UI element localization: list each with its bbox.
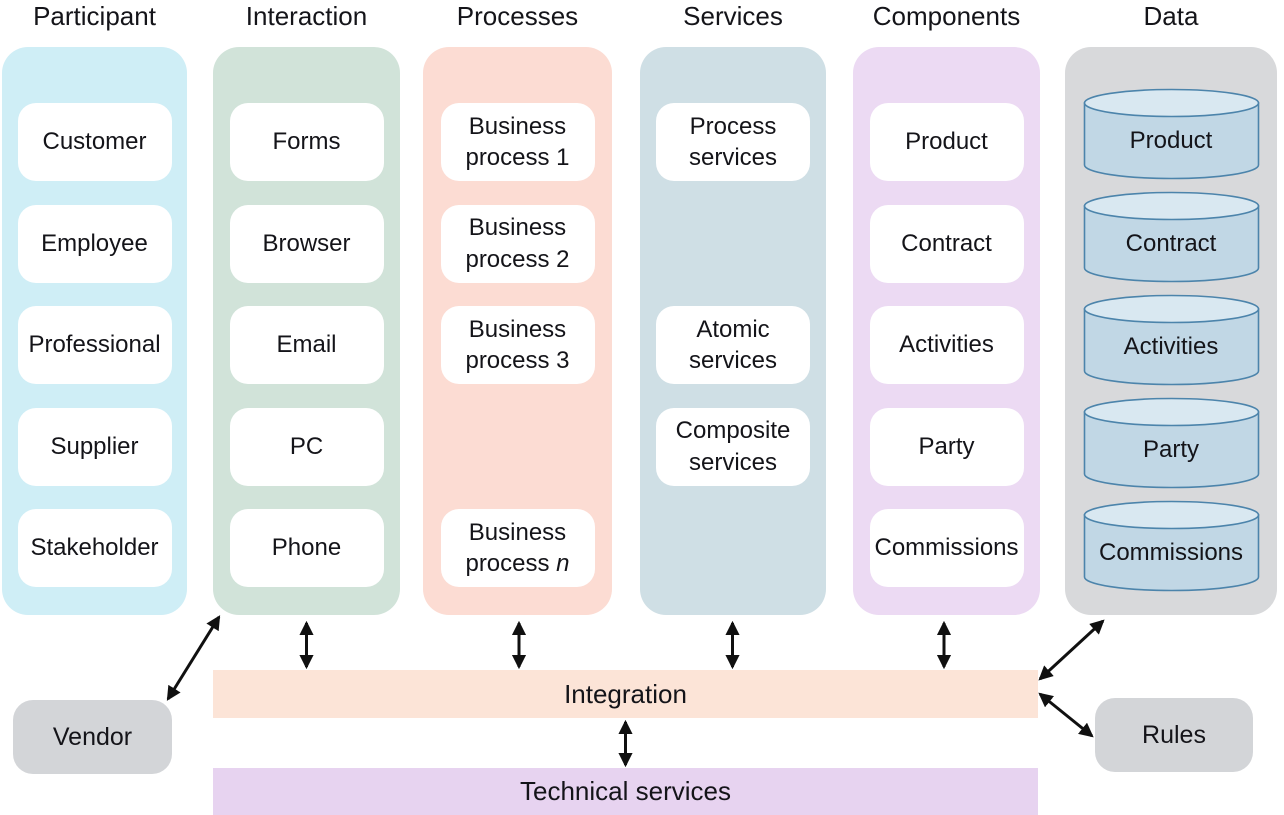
cylinder-commissions: Commissions bbox=[1083, 500, 1260, 592]
cylinder-contract: Contract bbox=[1083, 191, 1260, 283]
item-business-process-2: Business process 2 bbox=[440, 204, 595, 283]
cylinder-label: Activities bbox=[1123, 333, 1219, 360]
item-label: Product bbox=[905, 128, 988, 156]
cylinder-label: Commissions bbox=[1098, 539, 1244, 566]
item-label: Business process n bbox=[465, 518, 570, 577]
item-process-services: Process services bbox=[656, 103, 810, 181]
database-cylinder-icon bbox=[1083, 500, 1259, 592]
column-title-data: Data bbox=[1143, 1, 1199, 31]
integration-bar-label: Integration bbox=[564, 678, 687, 709]
item-label: Business process 2 bbox=[465, 214, 570, 273]
column-title-services: Services bbox=[683, 1, 783, 31]
integration-bar: Integration bbox=[213, 670, 1038, 718]
item-stakeholder: Stakeholder bbox=[17, 509, 172, 587]
item-label: Forms bbox=[272, 128, 341, 156]
item-label: Business process 3 bbox=[465, 315, 570, 374]
column-title-interaction: Interaction bbox=[245, 1, 368, 31]
vendor-box-label: Vendor bbox=[52, 722, 133, 751]
item-business-process-1: Business process 1 bbox=[440, 103, 595, 181]
item-label: Activities bbox=[899, 331, 994, 359]
item-activities: Activities bbox=[869, 306, 1024, 384]
item-business-process-n: Business process n bbox=[440, 509, 595, 587]
database-cylinder-icon bbox=[1083, 88, 1259, 180]
item-label: Business process 1 bbox=[465, 112, 570, 171]
column-title-processes: Processes bbox=[456, 1, 579, 31]
item-label: Atomic services bbox=[688, 315, 778, 374]
vendor-box: Vendor bbox=[13, 700, 172, 774]
item-commissions: Commissions bbox=[869, 509, 1024, 587]
database-cylinder-icon bbox=[1083, 397, 1259, 489]
item-label: Email bbox=[276, 331, 337, 359]
item-label: PC bbox=[289, 432, 324, 460]
column-title-participant: Participant bbox=[33, 1, 156, 31]
column-title-components: Components bbox=[872, 1, 1021, 31]
item-label: Stakeholder bbox=[30, 534, 159, 562]
rules-box-label: Rules bbox=[1142, 720, 1206, 749]
cylinder-label: Product bbox=[1129, 127, 1213, 154]
database-cylinder-icon bbox=[1083, 294, 1259, 386]
item-professional: Professional bbox=[17, 306, 172, 384]
item-composite-services: Composite services bbox=[656, 407, 810, 486]
item-label: Phone bbox=[271, 534, 342, 562]
cylinder-label: Contract bbox=[1125, 230, 1217, 257]
arrow-integration-rules bbox=[1038, 692, 1094, 738]
item-customer: Customer bbox=[17, 103, 172, 181]
item-label: Browser bbox=[262, 229, 351, 257]
cylinder-activities: Activities bbox=[1083, 294, 1260, 386]
technical-services-bar-label: Technical services bbox=[520, 776, 731, 806]
cylinder-product: Product bbox=[1083, 88, 1260, 180]
item-atomic-services: Atomic services bbox=[656, 306, 810, 384]
technical-services-bar: Technical services bbox=[213, 768, 1038, 815]
item-browser: Browser bbox=[229, 204, 384, 283]
item-label: Customer bbox=[42, 128, 147, 156]
item-business-process-3: Business process 3 bbox=[440, 306, 595, 384]
arrow-integration-data bbox=[1038, 619, 1105, 681]
item-employee: Employee bbox=[17, 204, 172, 283]
item-label: Party bbox=[918, 432, 975, 460]
item-pc: PC bbox=[229, 407, 384, 486]
item-label: Professional bbox=[28, 331, 161, 359]
item-email: Email bbox=[229, 306, 384, 384]
item-label: Commissions bbox=[874, 534, 1019, 562]
item-forms: Forms bbox=[229, 103, 384, 181]
item-label: Composite services bbox=[675, 417, 791, 476]
arrow-participant-vendor bbox=[166, 615, 221, 701]
item-contract: Contract bbox=[869, 204, 1024, 283]
item-supplier: Supplier bbox=[17, 407, 172, 486]
rules-box: Rules bbox=[1095, 698, 1253, 772]
item-party: Party bbox=[869, 407, 1024, 486]
item-label: Process services bbox=[688, 112, 778, 171]
cylinder-label: Party bbox=[1142, 436, 1199, 463]
item-label: Employee bbox=[41, 229, 148, 257]
item-product: Product bbox=[869, 103, 1024, 181]
database-cylinder-icon bbox=[1083, 191, 1259, 283]
item-label: Contract bbox=[901, 229, 992, 257]
item-label: Supplier bbox=[50, 432, 139, 460]
item-phone: Phone bbox=[229, 509, 384, 587]
cylinder-party: Party bbox=[1083, 397, 1260, 489]
